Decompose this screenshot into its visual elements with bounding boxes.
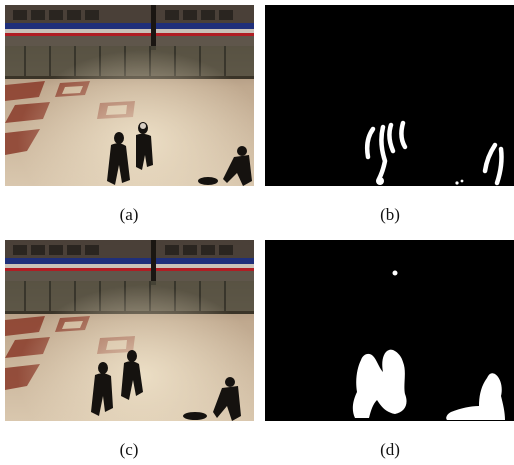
- panel-caption-d: (d): [380, 440, 400, 459]
- panel-caption-b: (b): [380, 205, 400, 224]
- panel-caption-c: (c): [119, 440, 139, 459]
- panel-caption-a: (a): [119, 205, 139, 224]
- mask-d-image: [265, 240, 514, 421]
- frame-a-image: [5, 5, 254, 186]
- frame-c-image: [5, 240, 254, 421]
- mask-b-image: [265, 5, 514, 186]
